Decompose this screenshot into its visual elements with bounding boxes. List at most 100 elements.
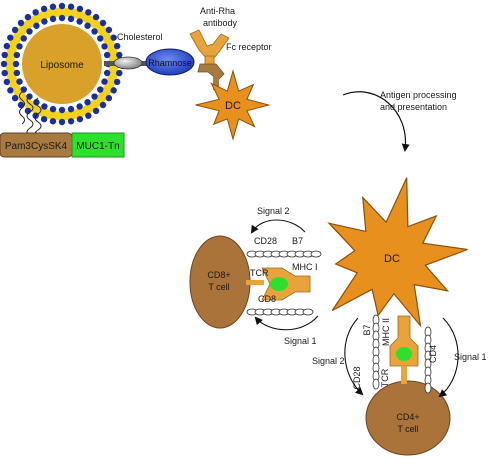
lipid-head: [24, 13, 32, 21]
lipid-head: [99, 101, 107, 109]
lipid-head: [76, 5, 84, 13]
antibody-shape: [189, 29, 230, 59]
mhc1-complex: MHC I TCR: [246, 262, 318, 301]
lipid-head: [85, 9, 92, 16]
lipid-head: [0, 60, 8, 68]
muc1-box: [71, 132, 125, 158]
b7-a-label: B7: [292, 236, 303, 246]
antigen-processing-line2: and presentation: [380, 102, 447, 112]
lipid-head: [103, 69, 111, 77]
dc-main-label: DC: [384, 253, 400, 265]
lipid-head: [105, 26, 113, 34]
lipid-head: [17, 101, 25, 109]
lipid-head: [97, 35, 104, 42]
cd28-b7-pair-top: CD28 B7: [246, 236, 322, 258]
dc-top-shape: [195, 69, 271, 141]
lipid-head: [32, 9, 39, 16]
lipid-head: [17, 19, 25, 27]
lipid-head: [13, 51, 21, 59]
lipid-head: [67, 15, 75, 23]
lipid-head: [58, 2, 66, 10]
lipid-head: [76, 115, 84, 123]
pam3-lipopeptide: Pam3CysSK4 MUC1-Tn: [0, 91, 125, 158]
lipid-head: [67, 3, 75, 10]
lipid-head: [33, 22, 40, 29]
cd28-b-label: CD28: [352, 366, 362, 389]
chain-link: [424, 382, 432, 394]
cd8-cell-label-line2: T cell: [208, 282, 229, 292]
cd28-a-label: CD28: [254, 236, 277, 246]
signal1-left-label: Signal 1: [284, 336, 317, 346]
lipid-head: [20, 35, 27, 42]
fc-receptor-shape: [197, 63, 225, 81]
rhamnose-label: Rhamnose: [148, 58, 192, 68]
cholesterol-body: [113, 56, 143, 70]
lipid-head: [26, 28, 33, 35]
lipid-head: [105, 94, 113, 102]
processing-curve: [342, 91, 410, 152]
chain-link: [372, 378, 380, 390]
lipid-head: [1, 69, 8, 77]
b7-cd28-pair-bottom: B7 CD28: [352, 314, 380, 390]
signal2-top-arrow: [250, 219, 306, 234]
antigen-processing-line1: Antigen processing: [380, 90, 457, 100]
lipid-head: [99, 19, 107, 27]
antibody-label-line2: antibody: [203, 18, 238, 28]
fc-receptor-label: Fc receptor: [226, 42, 272, 52]
lipid-head: [92, 13, 100, 21]
dc-main-shape: [327, 177, 468, 328]
cd28-b7-chain-top: [246, 250, 322, 258]
liposome: Liposome: [0, 2, 124, 126]
cd4-chain: [424, 326, 432, 394]
cd4-label: CD4: [428, 345, 438, 363]
lipid-head: [20, 86, 27, 93]
lipid-head: [91, 93, 98, 100]
mhc2-complex: MHC II TCR: [380, 315, 419, 387]
cholesterol: Cholesterol: [104, 32, 163, 70]
lipid-head: [12, 60, 20, 68]
cholesterol-label: Cholesterol: [117, 32, 163, 42]
muc1-label: MUC1-Tn: [76, 141, 119, 152]
lipid-head: [84, 99, 91, 106]
lipid-head: [7, 87, 14, 94]
mhc2-label: MHC II: [381, 318, 391, 346]
lipid-head: [49, 15, 57, 23]
lipid-head: [116, 51, 123, 59]
lipid-head: [7, 34, 14, 41]
cd8-cell-label-line1: CD8+: [207, 270, 230, 280]
cd8-coreceptor: CD8: [246, 294, 314, 316]
lipid-head: [113, 42, 121, 50]
chain-link: [302, 308, 314, 316]
signal2-top: Signal 2: [250, 206, 306, 234]
b7-b-label: B7: [362, 324, 372, 335]
lipid-head: [11, 94, 19, 102]
dc-top: DC: [195, 69, 271, 141]
signal2-bottom-arrow: [344, 317, 364, 396]
lipid-head: [1, 51, 8, 59]
signal1-left-arrow: [254, 315, 319, 331]
lipid-head: [3, 42, 11, 50]
lipid-head: [92, 107, 100, 115]
lipid-head: [11, 26, 19, 34]
cd8-t-cell: CD8+ T cell: [189, 235, 251, 329]
rhamnose: Rhamnose: [145, 48, 195, 76]
lipid-head: [49, 105, 57, 113]
dc-main: DC: [327, 177, 468, 328]
lipid-head: [67, 118, 75, 125]
mhc1-label: MHC I: [292, 262, 318, 272]
lipid-head: [101, 78, 108, 85]
signal1-right-label: Signal 1: [454, 352, 487, 362]
fc-receptor-stem: [213, 76, 219, 90]
cd4-t-cell: CD4+ T cell: [365, 380, 451, 456]
lipid-head: [103, 51, 111, 59]
lipid-head: [76, 103, 83, 110]
tcr-cd4-stem: [401, 366, 407, 384]
lipid-head: [16, 78, 23, 85]
lipid-head: [40, 115, 48, 123]
rhamnose-body: [145, 48, 195, 76]
lipid-head: [101, 43, 108, 50]
lipid-head: [40, 5, 48, 13]
tcr-a-label: TCR: [250, 268, 269, 278]
mhc2-antigen: [396, 347, 412, 361]
